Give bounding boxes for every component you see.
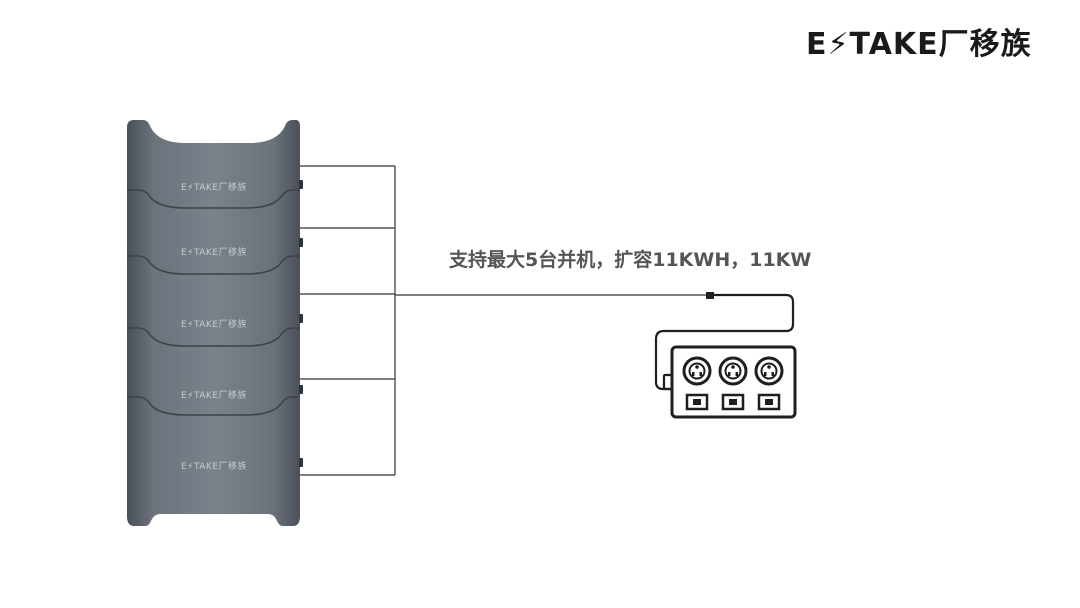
- battery-unit-label: E⚡TAKE厂移族: [181, 389, 247, 401]
- port-4: [299, 385, 303, 394]
- battery-unit-label: E⚡TAKE厂移族: [181, 181, 247, 193]
- outlet: [682, 356, 712, 386]
- power-strip: [654, 292, 797, 419]
- outlet: [754, 356, 784, 386]
- battery-module-seams: [127, 189, 300, 416]
- battery-seam-1: [127, 189, 300, 209]
- power-cord: [654, 293, 795, 391]
- battery-side-ports: [299, 180, 303, 467]
- battery-seam-3: [127, 327, 300, 347]
- parallel-connection-lines: [300, 165, 708, 476]
- battery-seam-2: [127, 255, 300, 275]
- power-cord-plug: [706, 292, 714, 299]
- outlet-switch: [757, 393, 781, 411]
- outlet: [718, 356, 748, 386]
- battery-stack: E⚡TAKE厂移族 E⚡TAKE厂移族 E⚡TAKE厂移族 E⚡TAKE厂移族 …: [127, 120, 303, 526]
- port-1: [299, 180, 303, 189]
- outlet-switch: [721, 393, 745, 411]
- battery-unit-label: E⚡TAKE厂移族: [181, 318, 247, 330]
- brand-logo: E⚡TAKE厂移族: [806, 27, 1032, 62]
- battery-unit-label: E⚡TAKE厂移族: [181, 460, 247, 472]
- port-5: [299, 458, 303, 467]
- battery-seam-4: [127, 396, 300, 416]
- capacity-caption: 支持最大5台并机，扩容11KWH，11KW: [449, 249, 812, 271]
- outlet-switch: [685, 393, 709, 411]
- battery-tower-body: [127, 120, 300, 526]
- port-3: [299, 314, 303, 323]
- port-2: [299, 238, 303, 247]
- battery-unit-label: E⚡TAKE厂移族: [181, 246, 247, 258]
